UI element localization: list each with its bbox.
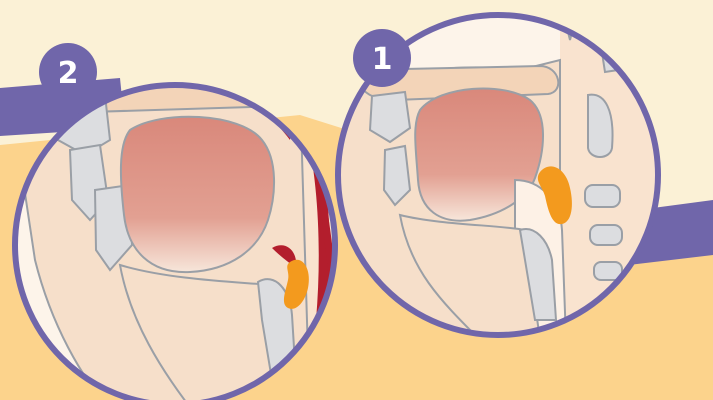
step-badge-1-label: 1 — [372, 42, 393, 77]
step-badge-2: 2 — [39, 43, 97, 101]
step-badge-1: 1 — [353, 29, 411, 87]
step-badge-2-label: 2 — [58, 56, 79, 91]
